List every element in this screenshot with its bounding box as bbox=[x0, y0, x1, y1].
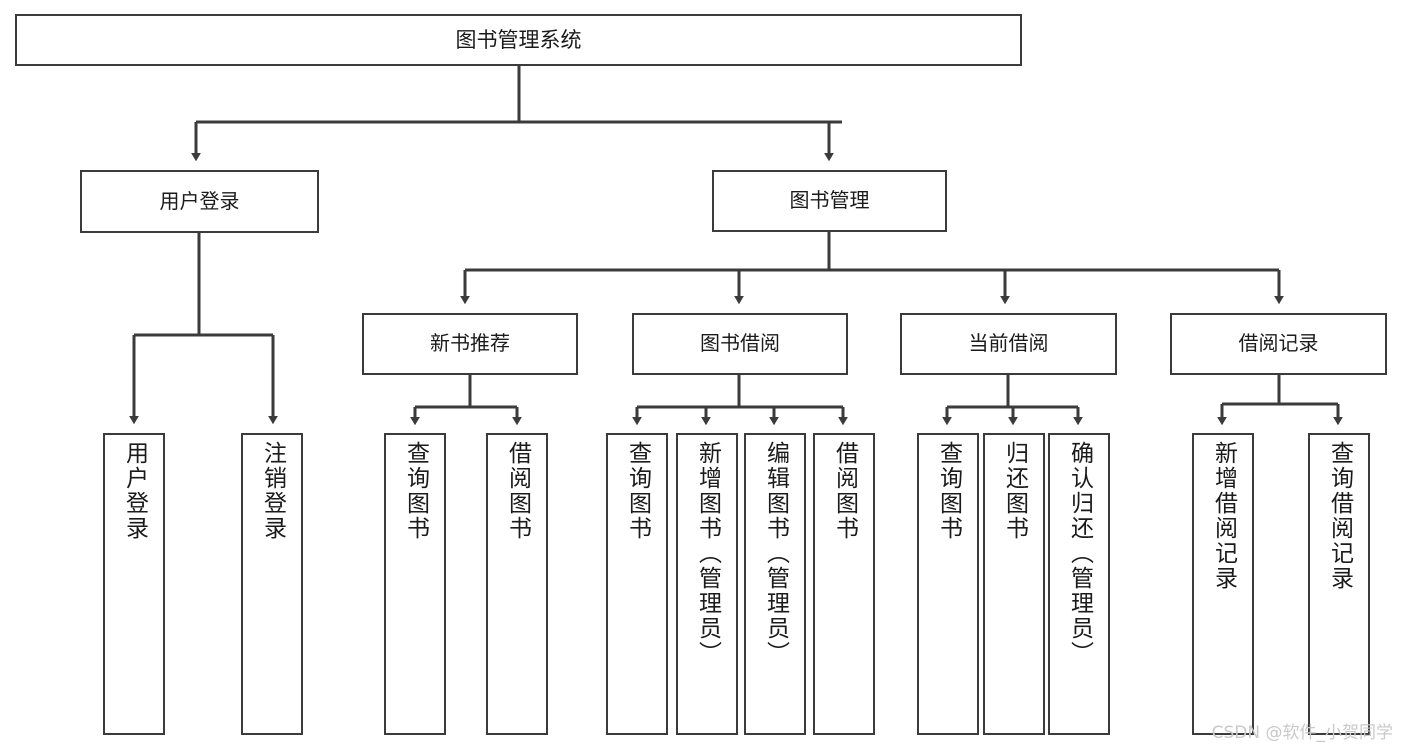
leaf-query-borrow-record[interactable]: 查询借阅记录 bbox=[1308, 433, 1370, 735]
node-label: 用户登录 bbox=[159, 188, 240, 213]
node-new-book-recommend[interactable]: 新书推荐 bbox=[362, 313, 578, 375]
leaf-return-book[interactable]: 归还图书 bbox=[983, 433, 1045, 735]
leaf-confirm-return-admin[interactable]: 确认归还（管理员） bbox=[1048, 433, 1110, 735]
leaf-add-book-admin[interactable]: 新增图书（管理员） bbox=[676, 433, 738, 735]
node-label: 确认归还（管理员） bbox=[1066, 441, 1093, 666]
node-label: 查询图书 bbox=[624, 441, 651, 541]
node-label: 借阅记录 bbox=[1238, 331, 1319, 356]
node-label: 新书推荐 bbox=[430, 331, 510, 356]
node-label: 编辑图书（管理员） bbox=[762, 441, 789, 666]
node-label: 图书借阅 bbox=[700, 331, 780, 356]
node-root-system[interactable]: 图书管理系统 bbox=[15, 14, 1022, 66]
node-book-management[interactable]: 图书管理 bbox=[712, 170, 947, 232]
leaf-query-book-recommend[interactable]: 查询图书 bbox=[384, 433, 446, 735]
leaf-query-book-borrow[interactable]: 查询图书 bbox=[606, 433, 668, 735]
node-label: 归还图书 bbox=[1001, 441, 1028, 541]
leaf-logout-login[interactable]: 注销登录 bbox=[241, 433, 303, 735]
node-label: 新增借阅记录 bbox=[1210, 441, 1237, 591]
node-book-borrow[interactable]: 图书借阅 bbox=[632, 313, 848, 375]
leaf-borrow-book-recommend[interactable]: 借阅图书 bbox=[486, 433, 548, 735]
node-label: 图书管理 bbox=[789, 188, 870, 213]
leaf-add-borrow-record[interactable]: 新增借阅记录 bbox=[1192, 433, 1254, 735]
leaf-edit-book-admin[interactable]: 编辑图书（管理员） bbox=[744, 433, 806, 735]
node-borrow-record[interactable]: 借阅记录 bbox=[1170, 313, 1387, 375]
node-label: 新增图书（管理员） bbox=[694, 441, 721, 666]
node-label: 注销登录 bbox=[259, 441, 286, 541]
leaf-user-login[interactable]: 用户登录 bbox=[103, 433, 165, 735]
node-label: 用户登录 bbox=[121, 441, 148, 541]
node-user-login[interactable]: 用户登录 bbox=[80, 170, 319, 233]
node-label: 图书管理系统 bbox=[455, 27, 582, 52]
leaf-query-book-current[interactable]: 查询图书 bbox=[917, 433, 979, 735]
node-label: 当前借阅 bbox=[968, 331, 1049, 356]
node-current-borrow[interactable]: 当前借阅 bbox=[900, 313, 1117, 375]
node-label: 借阅图书 bbox=[831, 441, 858, 541]
node-label: 查询图书 bbox=[402, 441, 429, 541]
node-label: 查询图书 bbox=[935, 441, 962, 541]
leaf-borrow-book[interactable]: 借阅图书 bbox=[813, 433, 875, 735]
node-label: 查询借阅记录 bbox=[1326, 441, 1353, 591]
node-label: 借阅图书 bbox=[504, 441, 531, 541]
